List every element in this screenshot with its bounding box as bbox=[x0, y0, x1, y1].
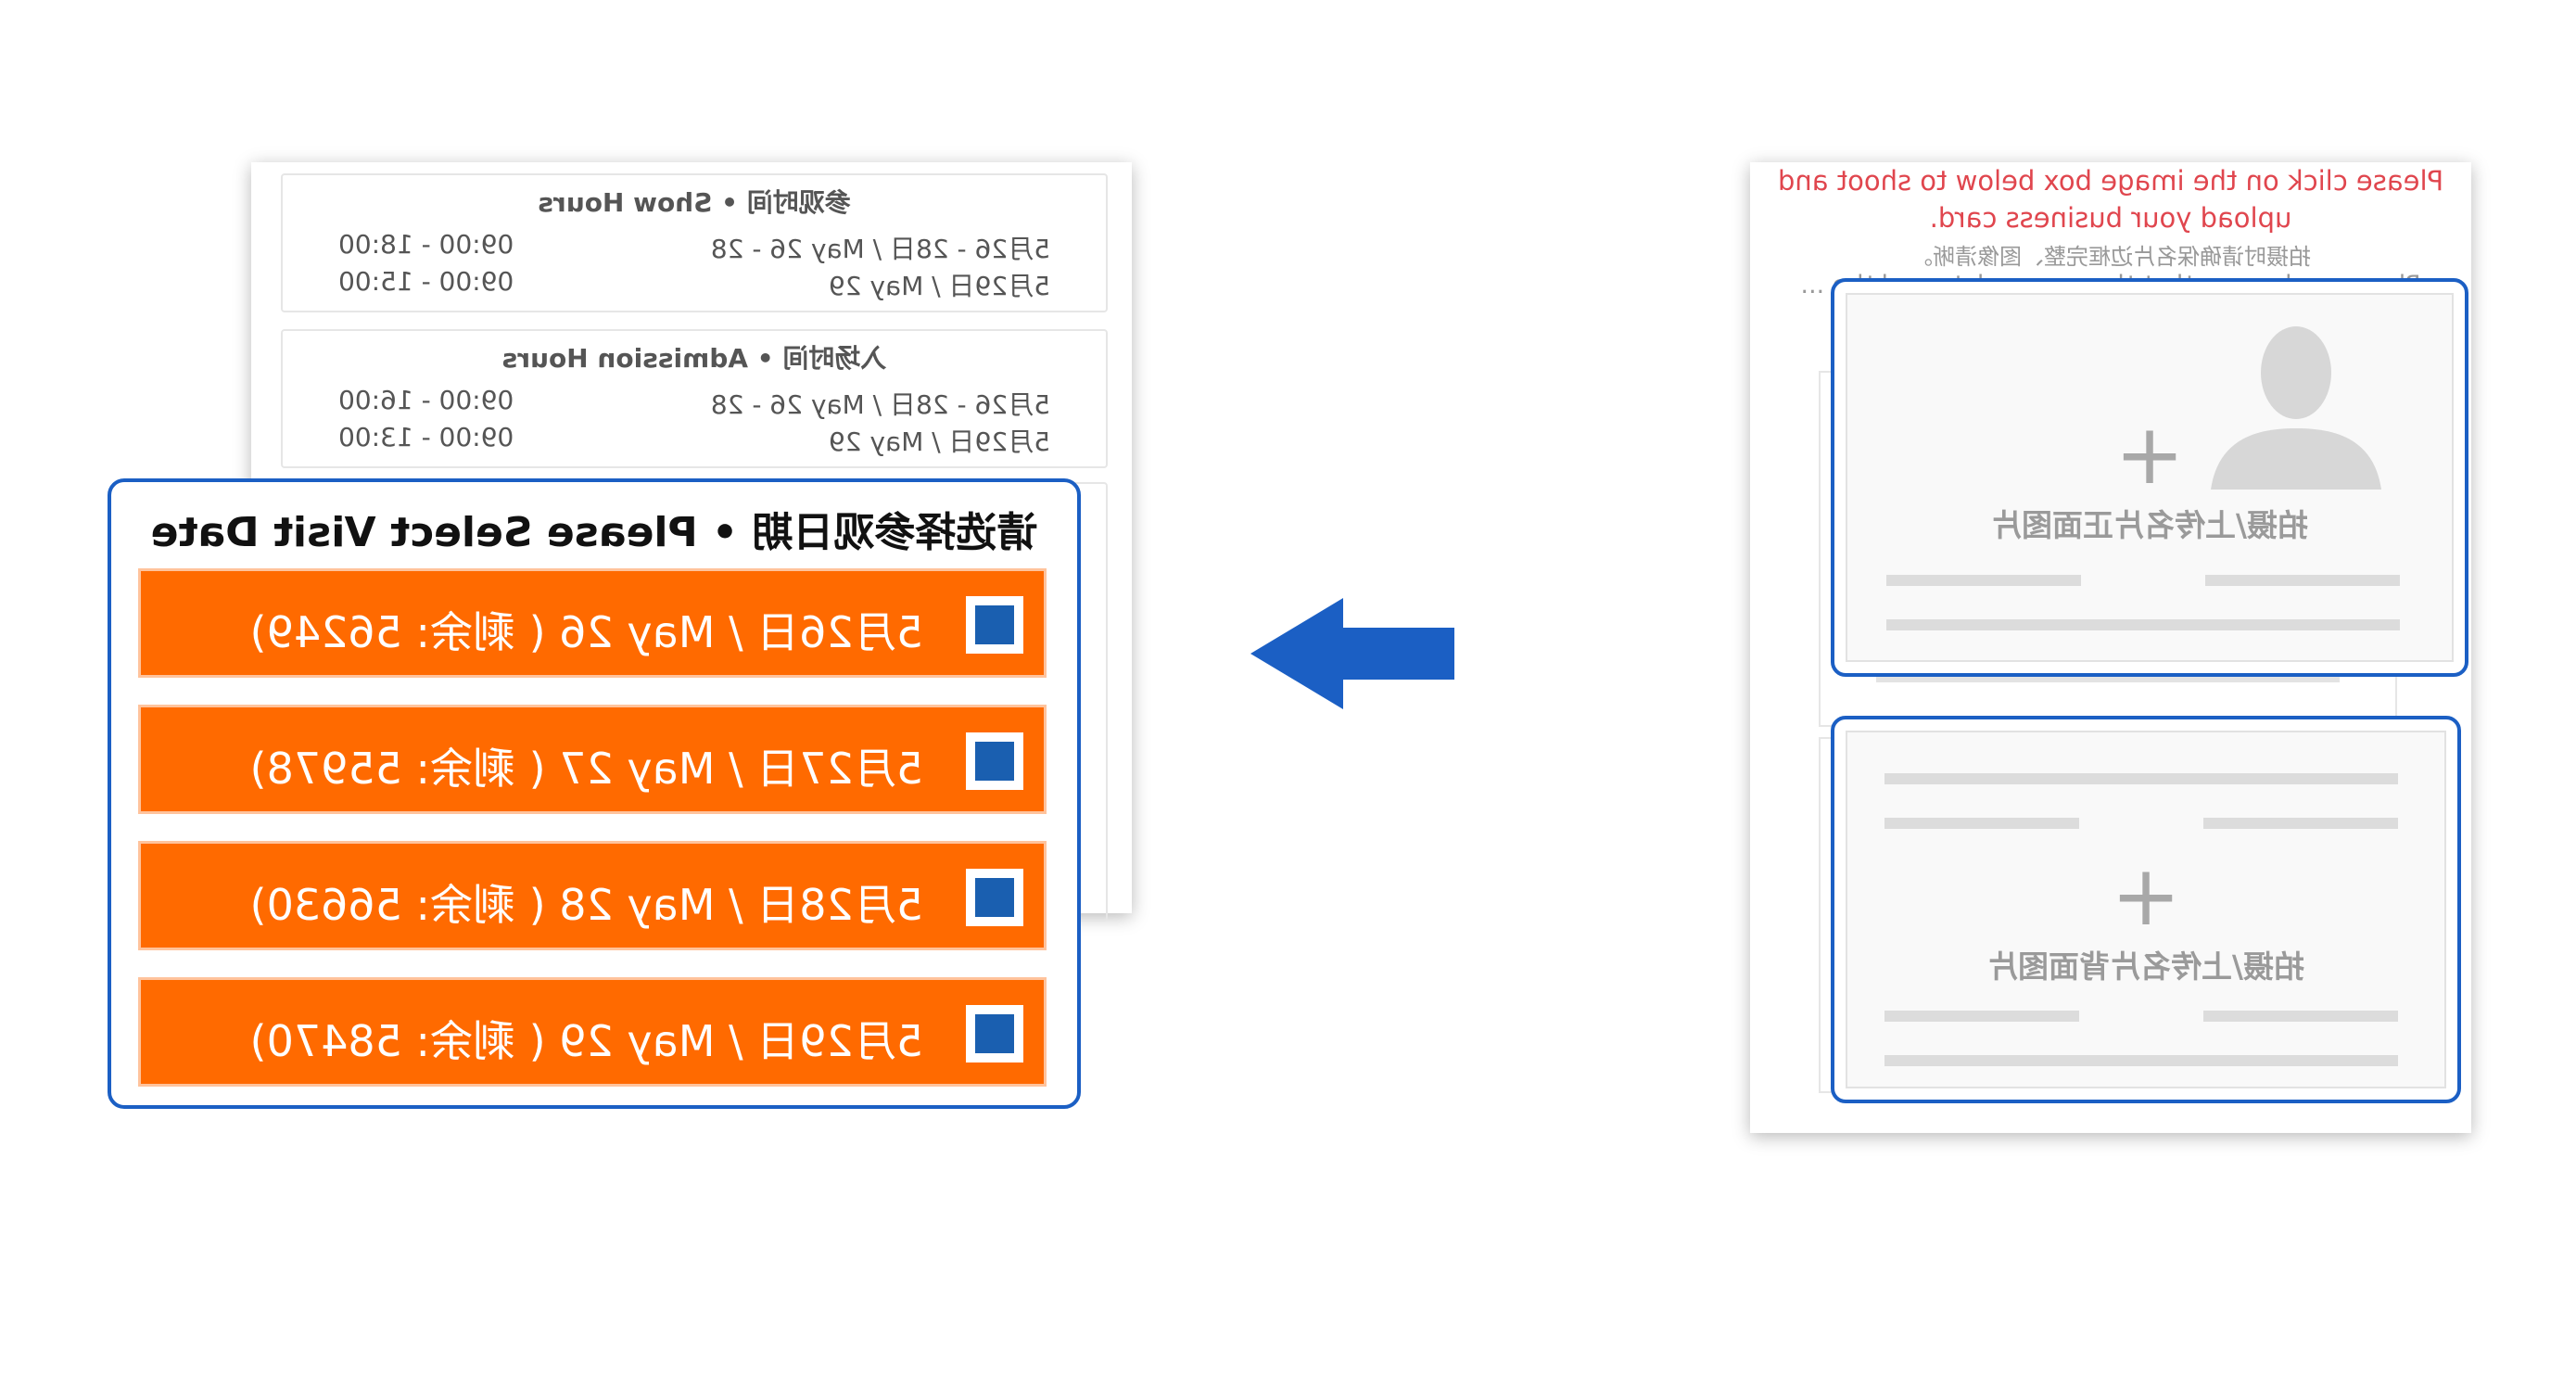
checkbox-icon[interactable] bbox=[966, 596, 1023, 654]
show-hours-title: 参观时间 • Show Hours bbox=[538, 187, 851, 218]
placeholder-line bbox=[2205, 575, 2400, 586]
placeholder-line bbox=[2203, 1011, 2398, 1022]
placeholder-line bbox=[1886, 575, 2081, 586]
placeholder-line bbox=[2203, 818, 2398, 829]
visit-date-option[interactable]: 5月26日 / May 26 ( 剩余: 56249) bbox=[138, 568, 1047, 678]
checkbox-icon[interactable] bbox=[966, 732, 1023, 790]
upload-back-area[interactable]: + 拍摄/上传名片背面图片 bbox=[1846, 731, 2446, 1088]
visit-date-title: 请选择参观日期 • Please Select Visit Date bbox=[150, 509, 1038, 556]
hours-time: 09:00 - 15:00 bbox=[338, 266, 514, 297]
upload-back-label: 拍摄/上传名片背面图片 bbox=[1986, 948, 2305, 985]
hours-date: 5月29日 / May 29 bbox=[828, 271, 1050, 301]
placeholder-line bbox=[1884, 818, 2079, 829]
hours-time: 09:00 - 16:00 bbox=[338, 385, 514, 415]
visit-date-option[interactable]: 5月27日 / May 27 ( 剩余: 55978) bbox=[138, 705, 1047, 814]
visit-date-label: 5月29日 / May 29 ( 剩余: 58470) bbox=[249, 1016, 923, 1066]
upload-front-label: 拍摄/上传名片正面图片 bbox=[1990, 507, 2309, 543]
show-hours-box: 参观时间 • Show Hours 5月26 - 28日 / May 26 - … bbox=[281, 173, 1108, 312]
placeholder-line bbox=[1884, 773, 2398, 784]
visit-date-panel: 请选择参观日期 • Please Select Visit Date 5月26日… bbox=[108, 478, 1081, 1109]
plus-icon: + bbox=[2114, 406, 2185, 503]
hours-date: 5月26 - 28日 / May 26 - 28 bbox=[710, 389, 1050, 420]
upload-back-button[interactable]: + 拍摄/上传名片背面图片 bbox=[1831, 716, 2461, 1103]
visit-date-label: 5月27日 / May 27 ( 剩余: 55978) bbox=[249, 744, 923, 794]
visit-date-label: 5月28日 / May 28 ( 剩余: 56630) bbox=[249, 880, 923, 930]
admission-hours-title: 入场时间 • Admission Hours bbox=[501, 343, 887, 374]
plus-icon: + bbox=[2111, 847, 2181, 945]
hours-time: 09:00 - 18:00 bbox=[338, 229, 514, 260]
checkbox-icon[interactable] bbox=[966, 869, 1023, 926]
placeholder-line bbox=[1886, 619, 2400, 630]
checkbox-icon[interactable] bbox=[966, 1005, 1023, 1063]
avatar-icon bbox=[2211, 326, 2381, 490]
upload-front-button[interactable]: + 拍摄/上传名片正面图片 bbox=[1831, 278, 2468, 677]
arrow-icon bbox=[1250, 598, 1454, 709]
hours-date: 5月26 - 28日 / May 26 - 28 bbox=[710, 234, 1050, 264]
hours-date: 5月29日 / May 29 bbox=[828, 426, 1050, 457]
visit-date-option[interactable]: 5月28日 / May 28 ( 剩余: 56630) bbox=[138, 841, 1047, 950]
visit-date-label: 5月26日 / May 26 ( 剩余: 56249) bbox=[249, 607, 923, 657]
placeholder-line bbox=[1884, 1055, 2398, 1066]
placeholder-line bbox=[1884, 1011, 2079, 1022]
visit-date-option[interactable]: 5月29日 / May 29 ( 剩余: 58470) bbox=[138, 977, 1047, 1087]
upload-front-area[interactable]: + 拍摄/上传名片正面图片 bbox=[1846, 293, 2454, 662]
hours-time: 09:00 - 13:00 bbox=[338, 422, 514, 452]
admission-hours-box: 入场时间 • Admission Hours 5月26 - 28日 / May … bbox=[281, 329, 1108, 468]
upload-instruction: Please click on the image box below to s… bbox=[1777, 165, 2444, 234]
